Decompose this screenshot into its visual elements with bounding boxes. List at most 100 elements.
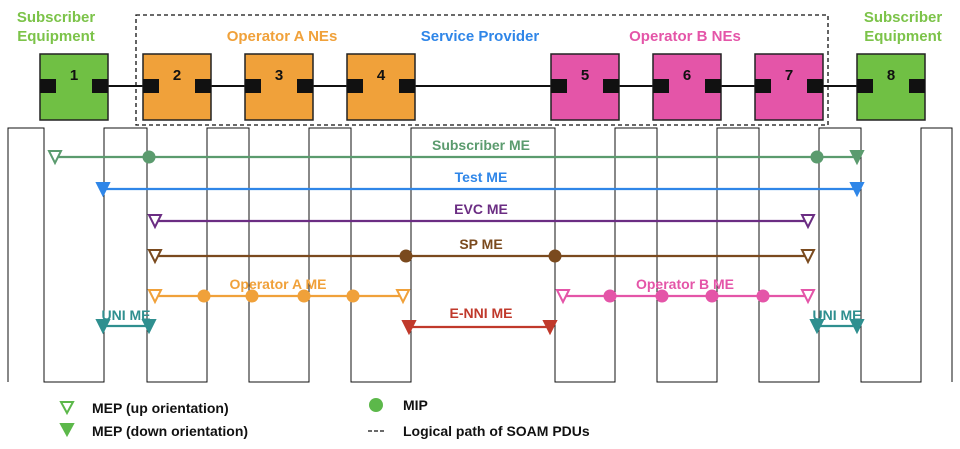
port-right [705, 79, 721, 93]
header-operator-a: Operator A NEs [227, 28, 338, 45]
me-label: E-NNI ME [450, 305, 513, 321]
me-uni-me: UNI ME [809, 307, 865, 335]
ne-label: 7 [785, 67, 793, 84]
me-test-me: Test ME [95, 169, 865, 198]
mip-icon [548, 249, 562, 263]
mip-icon [655, 289, 669, 303]
me-label: SP ME [459, 236, 502, 252]
mep-down-legend-icon [59, 423, 75, 438]
mep-down-icon [849, 319, 865, 335]
ne-label: 6 [683, 67, 691, 84]
ne-6: 6 [652, 53, 722, 121]
mip-icon [245, 289, 259, 303]
port-left [143, 79, 159, 93]
port-right [603, 79, 619, 93]
mep-up-icon [147, 249, 163, 265]
ne-7: 7 [754, 53, 824, 121]
mep-up-icon [800, 289, 816, 305]
mip-icon [603, 289, 617, 303]
ne-5: 5 [550, 53, 620, 121]
me-uni-me: UNI ME [95, 307, 157, 335]
ne-label: 3 [275, 67, 283, 84]
mip-legend-icon [369, 398, 383, 412]
mep-up-icon [555, 289, 571, 305]
ne-1: 1 [39, 53, 109, 121]
mip-icon [142, 150, 156, 164]
port-right [92, 79, 108, 93]
mep-up-legend-icon [59, 401, 75, 416]
mep-down-icon [809, 319, 825, 335]
ne-label: 8 [887, 67, 895, 84]
me-label: Operator A ME [230, 276, 327, 292]
mip-icon [197, 289, 211, 303]
mep-down-icon [141, 319, 157, 335]
me-label: UNI ME [813, 307, 862, 323]
mip-icon [346, 289, 360, 303]
mep-down-icon [849, 182, 865, 198]
ne-8: 8 [856, 53, 926, 121]
port-right [807, 79, 823, 93]
mep-down-icon [401, 320, 417, 336]
ne-label: 2 [173, 67, 181, 84]
ne-4: 4 [346, 53, 416, 121]
logical-soam-path [7, 127, 953, 383]
ne-3: 3 [244, 53, 314, 121]
port-left [347, 79, 363, 93]
mip-icon [810, 150, 824, 164]
port-left [755, 79, 771, 93]
header-subscriber-right-line1: Subscriber [864, 9, 943, 26]
legend-mep-down: MEP (down orientation) [92, 423, 248, 439]
mep-down-icon [95, 182, 111, 198]
me-evc-me: EVC ME [147, 201, 816, 230]
network-elements: 1 2 3 4 5 6 7 8 [39, 53, 926, 121]
mep-up-icon [147, 289, 163, 305]
header-subscriber-right-line2: Equipment [864, 28, 942, 45]
me-label: EVC ME [454, 201, 508, 217]
port-left [551, 79, 567, 93]
legend: MEP (up orientation) MEP (down orientati… [59, 397, 590, 439]
ne-label: 5 [581, 67, 589, 84]
header-service-provider: Service Provider [421, 28, 540, 45]
ne-label: 4 [377, 67, 386, 84]
mep-up-icon [800, 214, 816, 230]
mep-up-icon [47, 150, 63, 166]
me-sp-me: SP ME [147, 236, 816, 265]
ne-2: 2 [142, 53, 212, 121]
header-operator-b: Operator B NEs [629, 28, 741, 45]
me-label: UNI ME [102, 307, 151, 323]
mep-up-icon [147, 214, 163, 230]
service-provider-boundary [135, 14, 829, 126]
port-left [653, 79, 669, 93]
me-label: Operator B ME [636, 276, 734, 292]
legend-logical-path: Logical path of SOAM PDUs [403, 423, 590, 439]
mep-down-icon [542, 320, 558, 336]
legend-mip: MIP [403, 397, 428, 413]
port-right [195, 79, 211, 93]
mep-down-icon [95, 319, 111, 335]
mip-icon [705, 289, 719, 303]
maintenance-entities: Subscriber ME Test ME EVC ME SP ME Operator … [47, 137, 865, 336]
headers: Subscriber Equipment Operator A NEs Serv… [17, 9, 943, 45]
port-left [40, 79, 56, 93]
mep-down-icon [849, 150, 865, 166]
me-label: Subscriber ME [432, 137, 530, 153]
port-right [297, 79, 313, 93]
mip-icon [399, 249, 413, 263]
mep-up-icon [800, 249, 816, 265]
port-right [399, 79, 415, 93]
me-operator-a-me: Operator A ME [147, 276, 411, 305]
header-subscriber-left-line2: Equipment [17, 28, 95, 45]
me-e-nni-me: E-NNI ME [401, 305, 558, 336]
legend-mep-up: MEP (up orientation) [92, 400, 229, 416]
me-label: Test ME [455, 169, 508, 185]
ne-label: 1 [70, 67, 78, 84]
me-subscriber-me: Subscriber ME [47, 137, 865, 166]
mip-icon [297, 289, 311, 303]
port-right [909, 79, 925, 93]
port-left [857, 79, 873, 93]
mep-up-icon [395, 289, 411, 305]
mip-icon [756, 289, 770, 303]
me-operator-b-me: Operator B ME [555, 276, 816, 305]
port-left [245, 79, 261, 93]
